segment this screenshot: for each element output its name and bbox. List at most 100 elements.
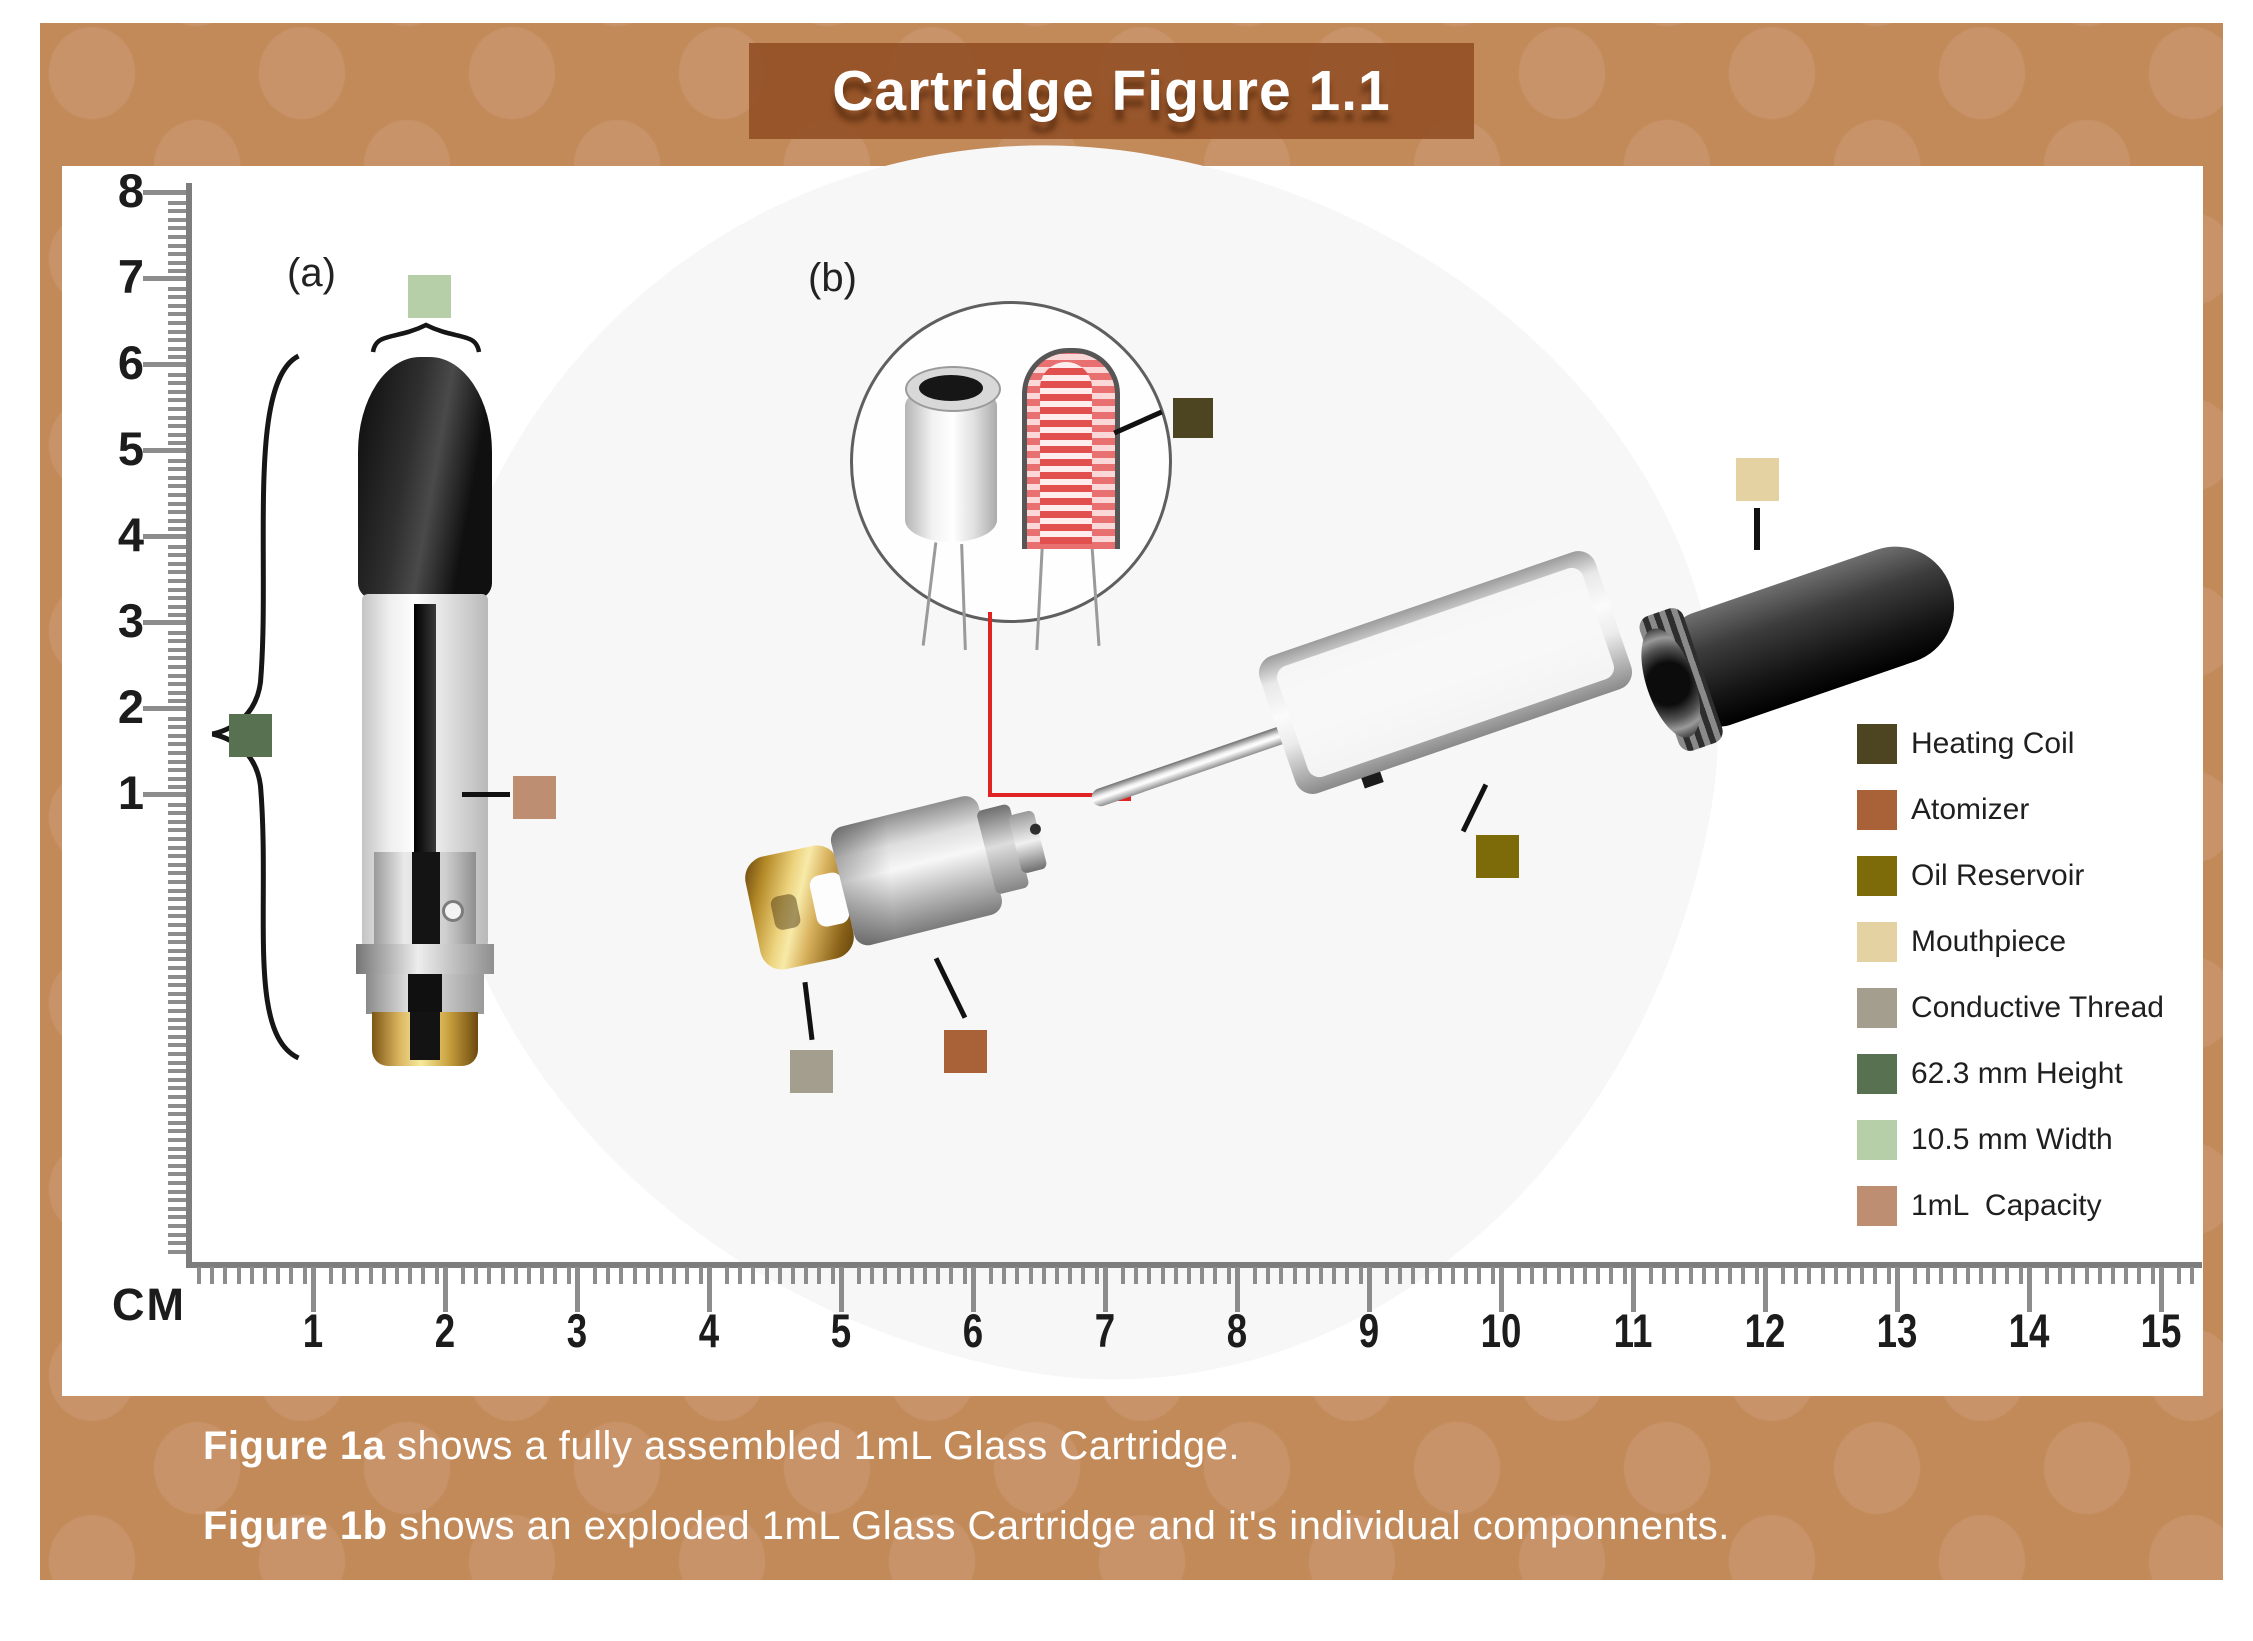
- ruler-minor-tick: [168, 304, 186, 308]
- ruler-minor-tick: [1979, 1267, 1983, 1284]
- ruler-major-tick: [143, 362, 186, 367]
- page-title: Cartridge Figure 1.1: [832, 59, 1391, 123]
- ruler-minor-tick: [382, 1267, 386, 1284]
- ruler-minor-tick: [1068, 1267, 1072, 1284]
- ruler-minor-tick: [646, 1267, 650, 1284]
- legend-swatch: [1857, 1186, 1897, 1226]
- ruler-minor-tick: [168, 1000, 186, 1004]
- ruler-minor-tick: [168, 226, 186, 230]
- ruler-number: 9: [1358, 1304, 1380, 1357]
- ruler-minor-tick: [2124, 1267, 2128, 1284]
- ruler-minor-tick: [168, 923, 186, 927]
- ruler-minor-tick: [1398, 1267, 1402, 1284]
- ruler-major-tick: [1103, 1267, 1108, 1312]
- ruler-minor-tick: [168, 1198, 186, 1202]
- ruler-minor-tick: [1055, 1267, 1059, 1284]
- ruler-minor-tick: [168, 467, 186, 471]
- ruler-minor-tick: [685, 1267, 689, 1284]
- ruler-minor-tick: [168, 1009, 186, 1013]
- assembled-base-post: [408, 974, 442, 1014]
- height-brace-icon: [211, 353, 300, 1061]
- subfigure-label-a: (a): [287, 251, 336, 295]
- ruler-major-tick: [143, 620, 186, 625]
- ruler-minor-tick: [250, 1267, 254, 1284]
- width-swatch: [408, 275, 451, 318]
- ruler-major-tick: [143, 448, 186, 453]
- ruler-major-tick: [1631, 1267, 1636, 1312]
- ruler-minor-tick: [910, 1267, 914, 1284]
- oil-reservoir-swatch: [1476, 835, 1519, 878]
- ruler-minor-tick: [168, 957, 186, 961]
- height-swatch: [229, 714, 272, 757]
- ruler-major-tick: [2159, 1267, 2164, 1312]
- ruler-minor-tick: [168, 897, 186, 901]
- ruler-minor-tick: [168, 1233, 186, 1237]
- legend-swatch: [1857, 988, 1897, 1028]
- ruler-number: 15: [2140, 1304, 2182, 1357]
- ruler-minor-tick: [168, 484, 186, 488]
- ruler-minor-tick: [168, 777, 186, 781]
- ruler-minor-tick: [168, 355, 186, 359]
- legend-swatch: [1857, 856, 1897, 896]
- ruler-minor-tick: [923, 1267, 927, 1284]
- ruler-minor-tick: [168, 1172, 186, 1176]
- ruler-minor-tick: [168, 252, 186, 256]
- ruler-number: 8: [117, 164, 144, 217]
- ruler-minor-tick: [2111, 1267, 2115, 1284]
- ruler-minor-tick: [1728, 1267, 1732, 1284]
- ruler-minor-tick: [1015, 1267, 1019, 1284]
- ruler-minor-tick: [1095, 1267, 1099, 1284]
- legend-swatch: [1857, 790, 1897, 830]
- assembled-center-post: [414, 604, 436, 866]
- ruler-minor-tick: [168, 1129, 186, 1133]
- ruler-minor-tick: [1002, 1267, 1006, 1284]
- ruler-number: 4: [117, 508, 144, 561]
- ruler-minor-tick: [1200, 1267, 1204, 1284]
- ruler-minor-tick: [168, 1026, 186, 1030]
- caption-figure-1b: Figure 1b shows an exploded 1mL Glass Ca…: [203, 1504, 1730, 1549]
- ruler-minor-tick: [168, 562, 186, 566]
- ruler-minor-tick: [168, 880, 186, 884]
- ruler-minor-tick: [1609, 1267, 1613, 1284]
- ruler-minor-tick: [1715, 1267, 1719, 1284]
- caption-1a-text: shows a fully assembled 1mL Glass Cartri…: [385, 1424, 1241, 1468]
- ruler-minor-tick: [1794, 1267, 1798, 1284]
- ruler-minor-tick: [168, 975, 186, 979]
- ruler-minor-tick: [168, 261, 186, 265]
- ruler-minor-tick: [168, 699, 186, 703]
- ruler-major-tick: [143, 792, 186, 797]
- ruler-minor-tick: [369, 1267, 373, 1284]
- ruler-minor-tick: [168, 1138, 186, 1142]
- ruler-minor-tick: [1781, 1267, 1785, 1284]
- ruler-minor-tick: [168, 381, 186, 385]
- ruler-minor-tick: [1464, 1267, 1468, 1284]
- ruler-minor-tick: [263, 1267, 267, 1284]
- ruler-minor-tick: [963, 1267, 967, 1284]
- ruler-minor-tick: [168, 407, 186, 411]
- ruler-minor-tick: [168, 863, 186, 867]
- ruler-minor-tick: [1081, 1267, 1085, 1284]
- legend-row: Atomizer: [1857, 789, 2029, 831]
- ruler-minor-tick: [168, 390, 186, 394]
- ruler-minor-tick: [1491, 1267, 1495, 1284]
- ruler-minor-tick: [168, 665, 186, 669]
- ruler-minor-tick: [2137, 1267, 2141, 1284]
- ruler-minor-tick: [1253, 1267, 1257, 1284]
- ruler-unit-label: CM: [112, 1279, 186, 1330]
- ruler-major-tick: [1895, 1267, 1900, 1312]
- ruler-major-tick: [443, 1267, 448, 1312]
- ruler-minor-tick: [210, 1267, 214, 1284]
- ruler-minor-tick: [168, 502, 186, 506]
- ruler-minor-tick: [1675, 1267, 1679, 1284]
- assembled-chrome-collar: [356, 944, 494, 974]
- mouthpiece-leader-line: [1754, 508, 1760, 550]
- ruler-minor-tick: [223, 1267, 227, 1284]
- legend-row: Mouthpiece: [1857, 921, 2066, 963]
- ruler-minor-tick: [1992, 1267, 1996, 1284]
- ruler-minor-tick: [168, 949, 186, 953]
- title-bar: Cartridge Figure 1.1: [749, 43, 1474, 139]
- ruler-minor-tick: [237, 1267, 241, 1284]
- legend-label: Mouthpiece: [1911, 925, 2067, 958]
- ruler-minor-tick: [168, 347, 186, 351]
- ruler-minor-tick: [1873, 1267, 1877, 1284]
